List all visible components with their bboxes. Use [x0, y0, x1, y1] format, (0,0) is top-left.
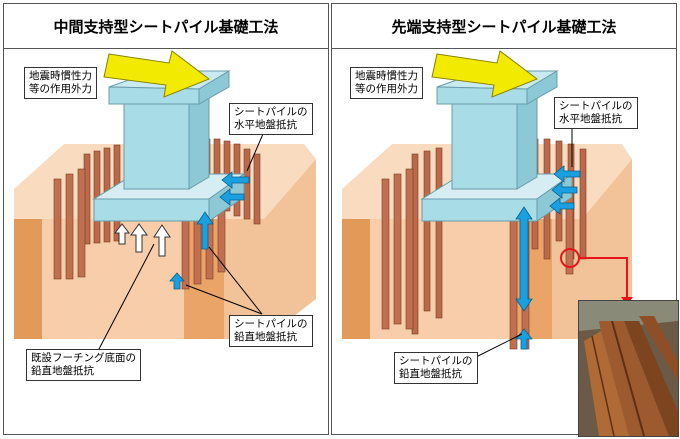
seismic-label-line2: 等の作用外力: [29, 83, 92, 95]
horizontal-label-line1: シートパイルの: [234, 106, 308, 118]
seismic-label-line1: 地震時慣性力: [355, 70, 418, 82]
right-panel-title: 先端支持型シートパイル基礎工法: [332, 4, 676, 49]
horizontal-resist-arrows: [549, 165, 581, 215]
pier-cap-side: [198, 70, 230, 105]
footing-label-line1: 既設フーチング底面の: [31, 352, 136, 364]
footing-side: [536, 173, 573, 222]
seismic-label-line2: 等の作用外力: [355, 83, 418, 95]
front-pile-wall: [53, 168, 226, 290]
leader-lines: [98, 126, 267, 350]
footing-resist-arrows: [113, 223, 171, 257]
left-diagram: 地震時慣性力 等の作用外力 シートパイルの 水平地盤抵抗 シートパイルの 鉛直地…: [4, 49, 328, 435]
seismic-force-arrow: [103, 50, 211, 98]
vertical-resist-bottom-arrow: [515, 328, 533, 350]
right-diagram-svg: [342, 50, 633, 360]
vertical-resistance-label: シートパイルの 鉛直地盤抵抗: [394, 352, 478, 384]
horizontal-label-line1: シートパイルの: [559, 100, 633, 112]
leader-lines: [471, 124, 573, 360]
vertical-label-line2: 鉛直地盤抵抗: [234, 331, 297, 343]
pier-side: [188, 90, 210, 190]
horizontal-label-line2: 水平地盤抵抗: [559, 113, 622, 125]
pier-side: [516, 90, 538, 190]
pier-front: [123, 103, 190, 190]
horizontal-label-line2: 水平地盤抵抗: [234, 119, 297, 131]
vertical-label-line2: 鉛直地盤抵抗: [399, 368, 462, 380]
vertical-resist-double-arrow: [515, 206, 533, 312]
horizontal-resistance-label: シートパイルの 水平地盤抵抗: [229, 103, 313, 135]
seismic-label-line1: 地震時慣性力: [29, 70, 92, 82]
footing-label-line2: 鉛直地盤抵抗: [31, 365, 94, 377]
pier-cap-side: [526, 70, 558, 105]
vertical-resistance-label: シートパイルの 鉛直地盤抵抗: [229, 315, 313, 347]
vertical-resist-arrows: [169, 211, 214, 290]
left-diagram-svg: [14, 50, 316, 350]
horizontal-resistance-label: シートパイルの 水平地盤抵抗: [554, 97, 638, 129]
pier-cap-front: [108, 86, 200, 105]
footing-front: [93, 198, 210, 222]
pier-cap-front: [436, 86, 528, 105]
left-panel-title: 中間支持型シートパイル基礎工法: [4, 4, 328, 49]
pier-front: [451, 103, 518, 190]
vertical-label-line1: シートパイルの: [234, 318, 308, 330]
seismic-force-label: 地震時慣性力 等の作用外力: [350, 67, 423, 99]
vertical-label-line1: シートパイルの: [399, 355, 473, 367]
horizontal-resist-arrows: [219, 171, 250, 206]
seismic-force-label: 地震時慣性力 等の作用外力: [24, 67, 97, 99]
seismic-force-arrow: [431, 50, 539, 98]
footing-resistance-label: 既設フーチング底面の 鉛直地盤抵抗: [26, 349, 141, 381]
pile-tip-callout-line: [579, 257, 628, 301]
soil-left-edge: [14, 219, 42, 339]
sheet-pile-photo-svg: [579, 301, 678, 436]
sheet-pile-photo: [578, 300, 679, 437]
left-panel: 中間支持型シートパイル基礎工法: [3, 3, 329, 435]
soil-left-edge: [342, 219, 370, 339]
right-diagram: 地震時慣性力 等の作用外力 シートパイルの 水平地盤抵抗 シートパイルの 鉛直地…: [332, 49, 676, 435]
